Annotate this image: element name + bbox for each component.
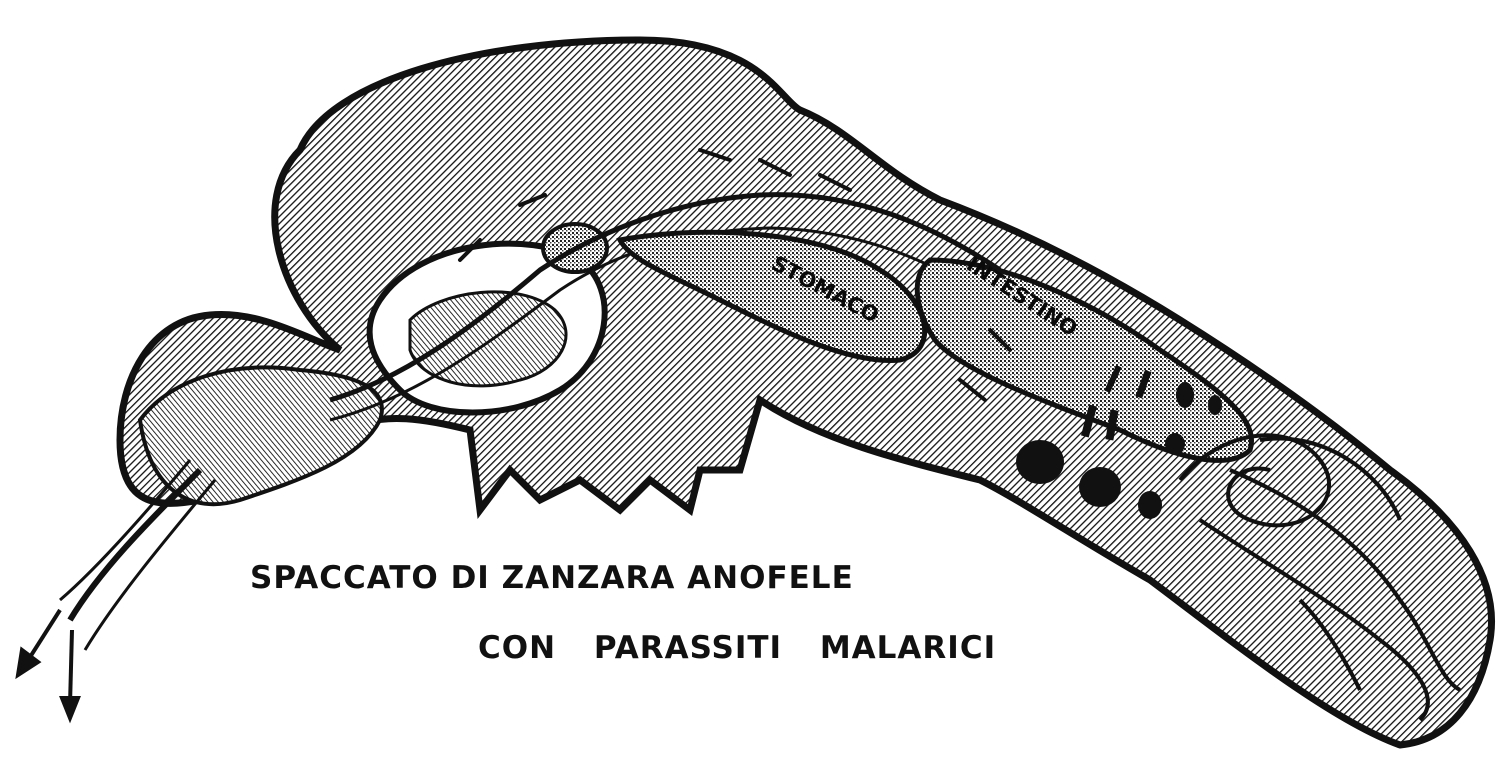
caption-title: SPACCATO DI ZANZARA ANOFELE	[250, 560, 854, 596]
arrow-icon	[18, 610, 78, 718]
caption-subtitle: CON PARASSITI MALARICI	[478, 630, 996, 666]
mosquito-head	[140, 367, 382, 504]
